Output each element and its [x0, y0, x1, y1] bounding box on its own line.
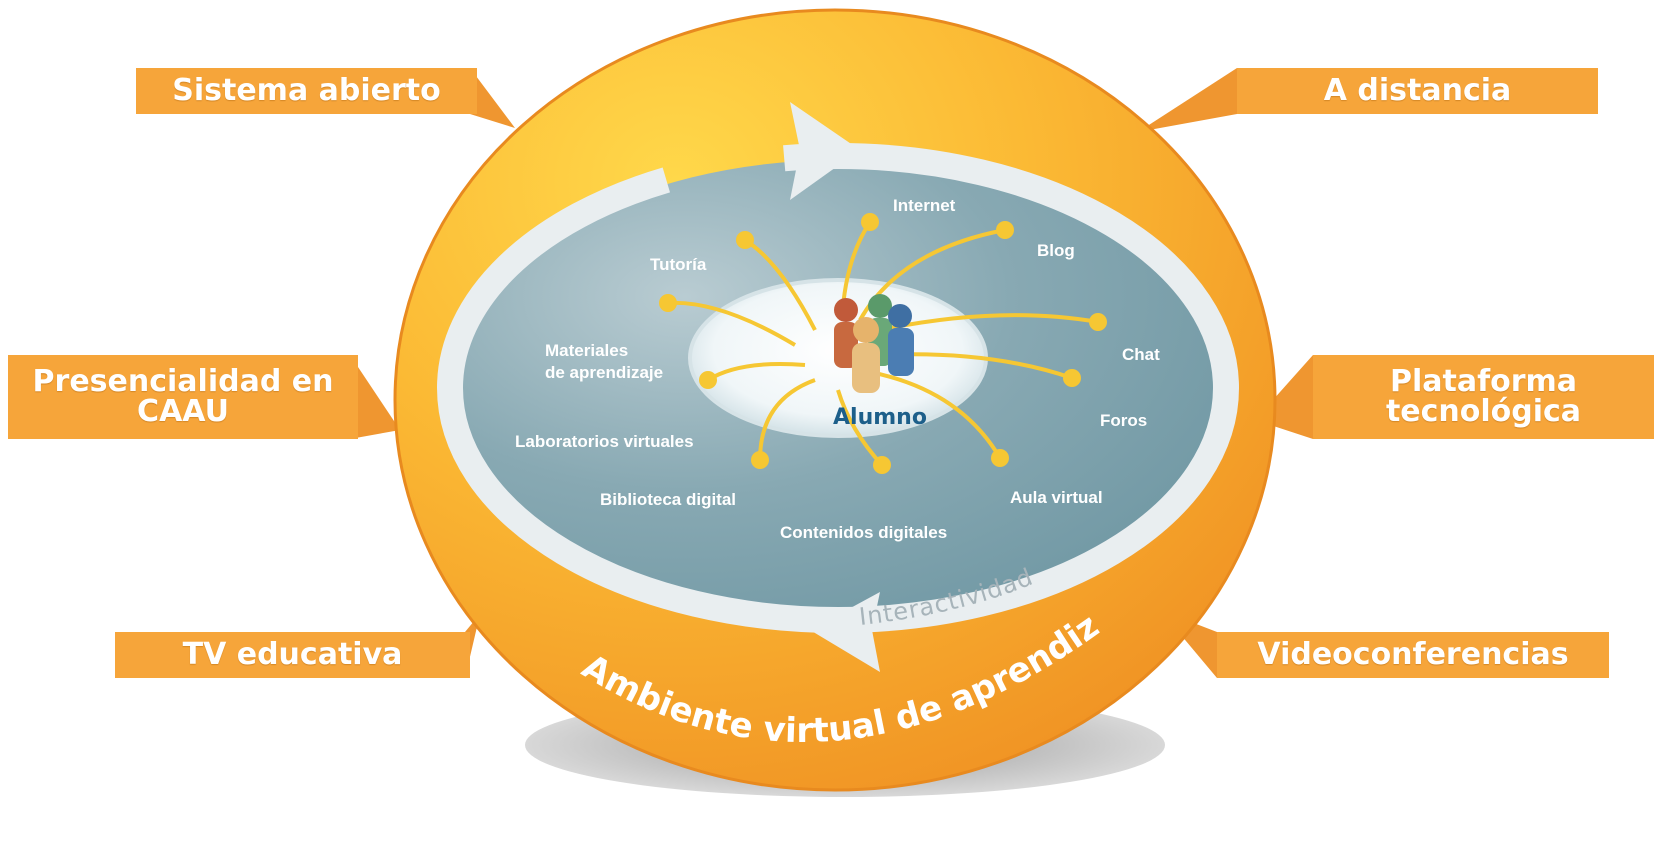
line-chat [879, 313, 1099, 332]
connector-presencial [350, 355, 400, 439]
connector-sistema [470, 68, 515, 128]
tag-presencialidad-line1: Presencialidad en [32, 364, 334, 399]
node-materiales [659, 294, 677, 312]
node-tutoria [736, 231, 754, 249]
tag-sistema-abierto: Sistema abierto [136, 68, 477, 114]
tag-tv-educativa: TV educativa [115, 632, 470, 678]
label-contenidos: Contenidos digitales [780, 523, 947, 542]
node-chat [1089, 313, 1107, 331]
node-contenidos [873, 456, 891, 474]
node-internet [861, 213, 879, 231]
node-aula [991, 449, 1009, 467]
students-icon [834, 294, 914, 393]
node-foros [1063, 369, 1081, 387]
alumno-label: Alumno [833, 405, 927, 430]
connector-distancia [1138, 68, 1237, 132]
line-biblioteca [758, 378, 816, 461]
label-laboratorios: Laboratorios virtuales [515, 432, 694, 451]
label-internet: Internet [893, 196, 956, 215]
node-biblioteca [751, 451, 769, 469]
line-aula [869, 370, 1002, 460]
tag-tv-educativa-text: TV educativa [182, 637, 403, 672]
tag-videoconferencias: Videoconferencias [1217, 632, 1609, 678]
ring-arrow-top [790, 102, 860, 200]
label-foros: Foros [1100, 411, 1147, 430]
tag-a-distancia-text: A distancia [1323, 73, 1512, 108]
line-contenidos [836, 389, 884, 467]
line-materiales [667, 300, 797, 347]
node-blog [996, 221, 1014, 239]
tag-plataforma-line2: tecnológica [1385, 394, 1582, 429]
label-chat: Chat [1122, 345, 1160, 364]
ring-arrow-bottom [810, 592, 880, 672]
node-laboratorios [699, 371, 717, 389]
label-tutoria: Tutoría [650, 255, 707, 274]
label-biblioteca: Biblioteca digital [600, 490, 736, 509]
tag-plataforma: Plataforma tecnológica [1313, 355, 1654, 439]
label-materiales-2: de aprendizaje [545, 363, 663, 382]
tag-presencialidad: Presencialidad en CAAU [8, 355, 358, 439]
tag-plataforma-line1: Plataforma [1389, 364, 1578, 399]
tag-presencialidad-line2: CAAU [137, 394, 229, 429]
resource-nodes [659, 213, 1107, 474]
line-tutoria [743, 238, 817, 331]
label-aula: Aula virtual [1010, 488, 1103, 507]
tag-a-distancia: A distancia [1237, 68, 1598, 114]
label-materiales-1: Materiales [545, 341, 628, 360]
tag-videoconferencias-text: Videoconferencias [1257, 637, 1569, 672]
label-blog: Blog [1037, 241, 1075, 260]
outer-disk-rim [393, 8, 1277, 792]
tag-sistema-abierto-text: Sistema abierto [172, 73, 441, 108]
